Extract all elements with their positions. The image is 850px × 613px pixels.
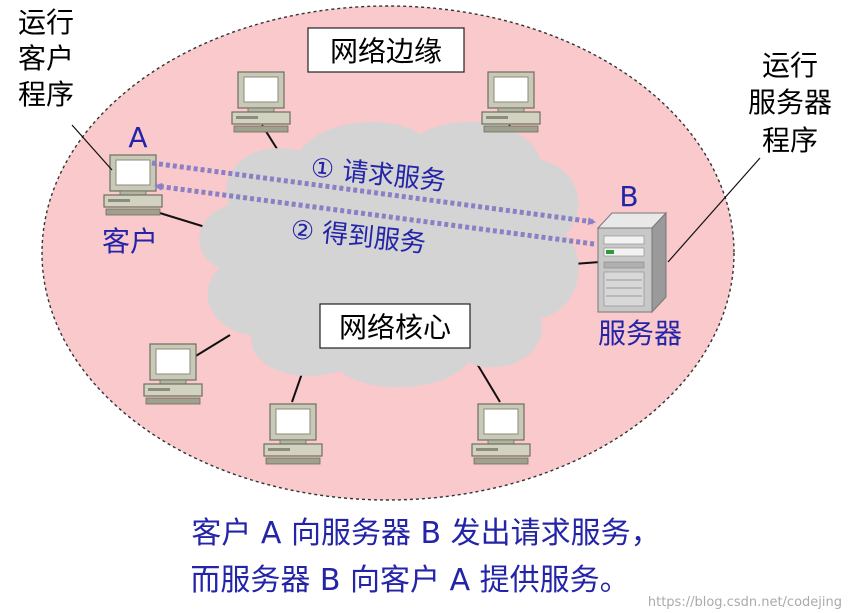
host-a-name: 客户 bbox=[102, 225, 158, 258]
host-b-name: 服务器 bbox=[598, 317, 682, 350]
core-label: 网络核心 bbox=[339, 311, 451, 344]
edge-label: 网络边缘 bbox=[330, 35, 442, 68]
client-program-line-1: 运行 bbox=[18, 6, 74, 39]
watermark: https://blog.csdn.net/codejing bbox=[648, 595, 842, 610]
server-b bbox=[598, 213, 666, 312]
host-computer bbox=[472, 404, 530, 464]
server-program-line-2: 服务器 bbox=[748, 86, 832, 119]
server-program-line-3: 程序 bbox=[762, 124, 818, 157]
host-computer bbox=[232, 72, 290, 132]
caption-line-2: 而服务器 B 向客户 A 提供服务。 bbox=[190, 563, 629, 598]
caption-line-1: 客户 A 向服务器 B 发出请求服务， bbox=[191, 516, 660, 551]
host-computer bbox=[264, 404, 322, 464]
client-program-line-3: 程序 bbox=[18, 78, 74, 111]
client-program-line-2: 客户 bbox=[18, 42, 74, 75]
host-computer bbox=[144, 344, 202, 404]
host-computer bbox=[482, 72, 540, 132]
host-a-letter: A bbox=[128, 121, 147, 154]
server-program-line-1: 运行 bbox=[762, 49, 818, 82]
host-b-letter: B bbox=[619, 180, 638, 213]
